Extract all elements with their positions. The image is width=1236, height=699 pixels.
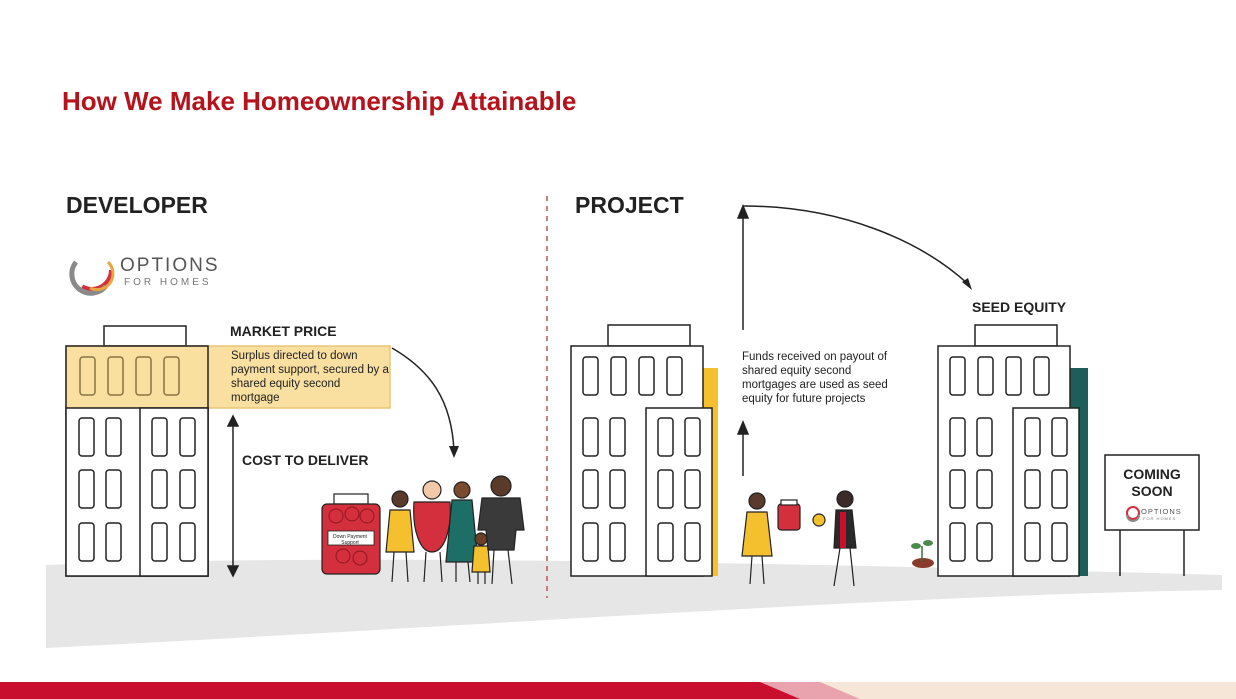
cost-to-deliver-arrow	[226, 414, 240, 578]
project-building	[570, 324, 718, 577]
coming-soon-sign-icon	[1104, 454, 1200, 576]
bottom-banner	[0, 682, 1236, 699]
jar-label: Down Payment Support	[333, 534, 367, 546]
seed-equity-label: SEED EQUITY	[972, 299, 1067, 315]
exchange-illustration-icon	[741, 490, 857, 587]
sprout-icon	[911, 540, 934, 568]
coming-soon-text: COMING SOON	[1123, 466, 1181, 499]
seed-equity-building	[937, 324, 1088, 577]
upward-arrows	[736, 204, 750, 476]
family-illustration-icon	[385, 475, 525, 585]
down-payment-jar-icon	[321, 493, 381, 575]
cost-to-deliver-label: COST TO DELIVER	[242, 452, 369, 468]
developer-heading: DEVELOPER	[66, 192, 208, 218]
options-logo-icon	[69, 249, 115, 296]
logo-subtitle: FOR HOMES	[124, 277, 212, 288]
funds-note: Funds received on payout of shared equit…	[742, 351, 888, 405]
surplus-note: Surplus directed to down payment support…	[231, 350, 389, 404]
surplus-arrow	[391, 347, 459, 458]
seed-equity-arrow	[742, 205, 972, 290]
logo-name: OPTIONS	[120, 255, 220, 276]
project-heading: PROJECT	[575, 192, 684, 218]
market-price-label: MARKET PRICE	[230, 323, 337, 339]
developer-building	[65, 325, 391, 577]
ground	[46, 559, 1222, 648]
page-title: How We Make Homeownership Attainable	[62, 86, 577, 116]
sign-logo-subtitle: FOR HOMES	[1143, 516, 1177, 521]
sign-logo-name: OPTIONS	[1141, 507, 1182, 516]
